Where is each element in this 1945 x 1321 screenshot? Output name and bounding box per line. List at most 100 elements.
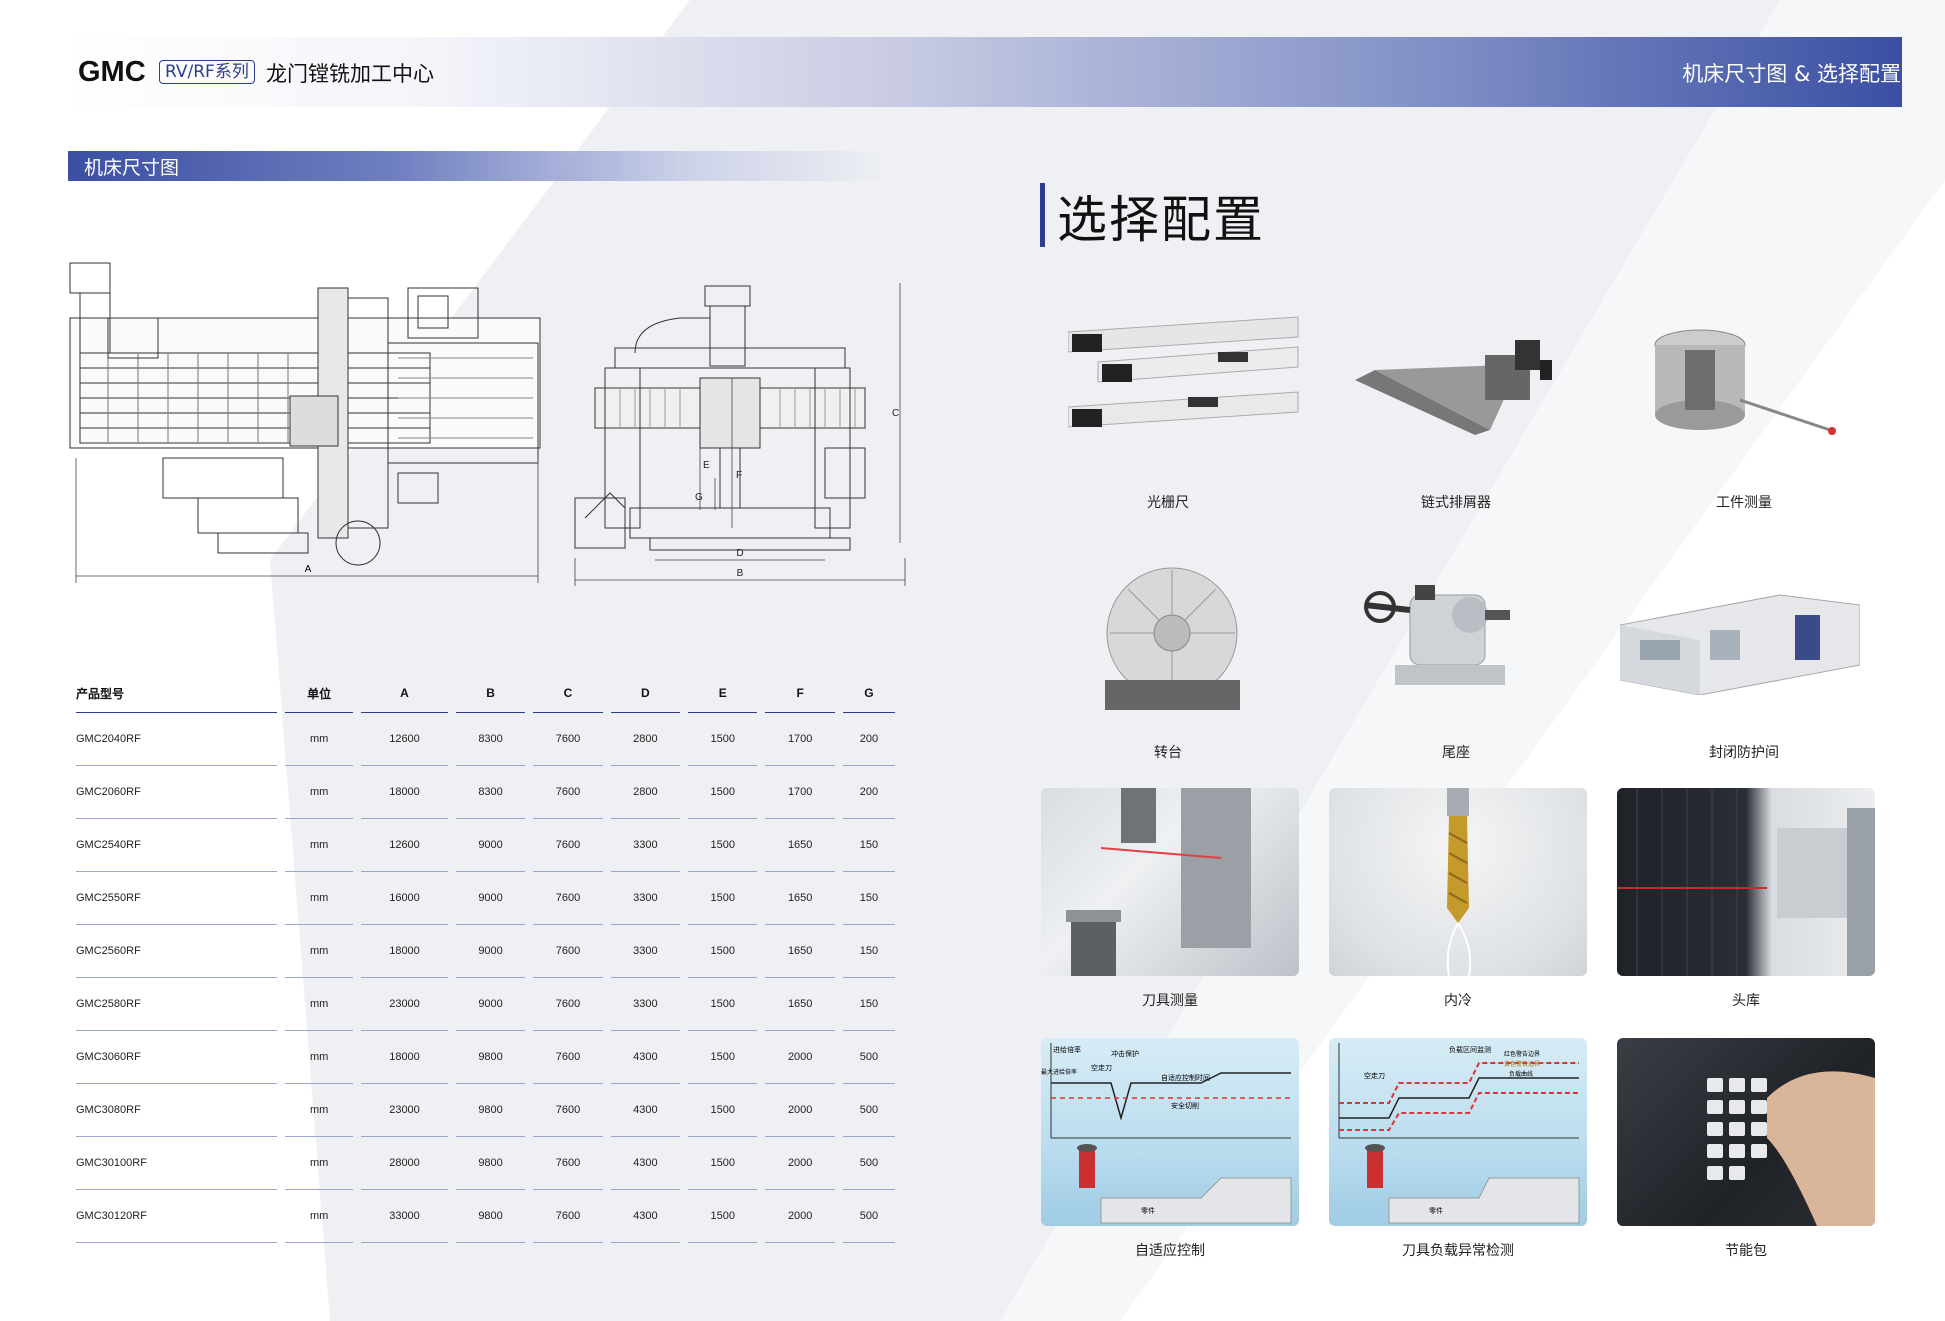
cell-model: GMC30100RF: [76, 1137, 278, 1190]
enclosure-image: [1620, 594, 1860, 695]
series-badge: RV/RF系列: [159, 60, 255, 84]
cell-g: 500: [842, 1084, 895, 1137]
cell-f: 1650: [765, 925, 835, 978]
header-right-title: 机床尺寸图 & 选择配置: [1682, 62, 1901, 86]
cell-e: 1500: [688, 713, 758, 766]
option-label-internal-coolant: 内冷: [1444, 993, 1472, 1009]
dim-label-g: G: [695, 492, 703, 503]
col-header-a: A: [361, 674, 448, 713]
cell-model: GMC2560RF: [76, 925, 278, 978]
dim-label-f: F: [736, 470, 742, 481]
cell-unit: mm: [285, 713, 354, 766]
cell-b: 9800: [455, 1190, 526, 1243]
option-label-tool-measure: 刀具测量: [1142, 993, 1198, 1009]
cell-b: 8300: [455, 713, 526, 766]
cell-b: 9000: [455, 872, 526, 925]
cell-c: 7600: [533, 1137, 603, 1190]
option-label-head-magazine: 头库: [1732, 993, 1760, 1009]
chart-label-feed-rate: 进给倍率: [1053, 1045, 1081, 1054]
cell-model: GMC3060RF: [76, 1031, 278, 1084]
cell-b: 9000: [455, 925, 526, 978]
dim-label-c: C: [892, 408, 899, 419]
brand-logo: GMC: [78, 56, 146, 88]
cell-g: 500: [842, 1137, 895, 1190]
cell-model: GMC2540RF: [76, 819, 278, 872]
cell-unit: mm: [285, 872, 354, 925]
chart-label-red-boundary: 红色警告边界: [1504, 1050, 1540, 1058]
chart-label-part-2: 零件: [1429, 1206, 1443, 1215]
dim-label-e: E: [703, 460, 710, 471]
adaptive-control-chart: 进给倍率 冲击保护 空走刀 最大进给倍率 自适应控制时间 安全切削 零件: [1041, 1038, 1299, 1226]
cell-e: 1500: [688, 1084, 758, 1137]
cell-g: 150: [842, 819, 895, 872]
dim-label-b: B: [737, 568, 744, 579]
cell-c: 7600: [533, 872, 603, 925]
cell-b: 9000: [455, 978, 526, 1031]
cell-d: 3300: [610, 819, 681, 872]
cell-model: GMC2060RF: [76, 766, 278, 819]
tool-measure-photo: [1041, 788, 1299, 976]
cell-unit: mm: [285, 978, 354, 1031]
cell-unit: mm: [285, 1137, 354, 1190]
machine-side-view-drawing: A: [69, 262, 541, 583]
cell-c: 7600: [533, 925, 603, 978]
cell-model: GMC2040RF: [76, 713, 278, 766]
cell-c: 7600: [533, 766, 603, 819]
cell-c: 7600: [533, 1031, 603, 1084]
option-label-rotary-table: 转台: [1154, 745, 1182, 761]
options-title-accent: [1040, 183, 1045, 247]
cell-e: 1500: [688, 819, 758, 872]
cell-a: 23000: [361, 978, 448, 1031]
page-subtitle: 龙门镗铣加工中心: [266, 62, 434, 86]
cell-b: 9800: [455, 1031, 526, 1084]
col-header-e: E: [688, 674, 758, 713]
cell-a: 23000: [361, 1084, 448, 1137]
chart-label-load-curve: 负载曲线: [1509, 1070, 1533, 1078]
chart-label-part: 零件: [1141, 1206, 1155, 1215]
cell-model: GMC2550RF: [76, 872, 278, 925]
options-title: 选择配置: [1057, 191, 1265, 249]
cell-e: 1500: [688, 1137, 758, 1190]
cell-c: 7600: [533, 713, 603, 766]
cell-e: 1500: [688, 1031, 758, 1084]
cell-unit: mm: [285, 819, 354, 872]
option-label-enclosure: 封闭防护间: [1709, 745, 1779, 761]
option-label-workpiece-probe: 工件测量: [1716, 495, 1772, 511]
option-label-adaptive-control: 自适应控制: [1135, 1243, 1205, 1259]
header-bar: [60, 37, 1902, 107]
cell-d: 2800: [610, 713, 681, 766]
cell-d: 4300: [610, 1137, 681, 1190]
cell-e: 1500: [688, 925, 758, 978]
chart-label-safe-cut: 安全切削: [1171, 1101, 1199, 1110]
col-header-b: B: [455, 674, 526, 713]
chip-conveyor-image: [1355, 340, 1552, 435]
col-header-g: G: [842, 674, 895, 713]
energy-saving-photo: [1617, 1038, 1875, 1226]
cell-e: 1500: [688, 978, 758, 1031]
cell-unit: mm: [285, 925, 354, 978]
cell-b: 9800: [455, 1137, 526, 1190]
chart-label-yellow-boundary: 黄色警告边界: [1504, 1060, 1540, 1068]
cell-a: 12600: [361, 713, 448, 766]
dim-label-d: D: [736, 548, 743, 559]
cell-model: GMC3080RF: [76, 1084, 278, 1137]
cell-g: 200: [842, 713, 895, 766]
cell-b: 9800: [455, 1084, 526, 1137]
cell-f: 2000: [765, 1084, 835, 1137]
internal-coolant-photo: [1329, 788, 1587, 976]
head-magazine-photo: [1617, 788, 1875, 976]
cell-g: 200: [842, 766, 895, 819]
cell-e: 1500: [688, 766, 758, 819]
chart-label-adaptive-time: 自适应控制时间: [1161, 1073, 1210, 1082]
option-label-tool-load-detection: 刀具负载异常检测: [1402, 1243, 1514, 1259]
cell-e: 1500: [688, 1190, 758, 1243]
cell-unit: mm: [285, 766, 354, 819]
cell-d: 4300: [610, 1084, 681, 1137]
